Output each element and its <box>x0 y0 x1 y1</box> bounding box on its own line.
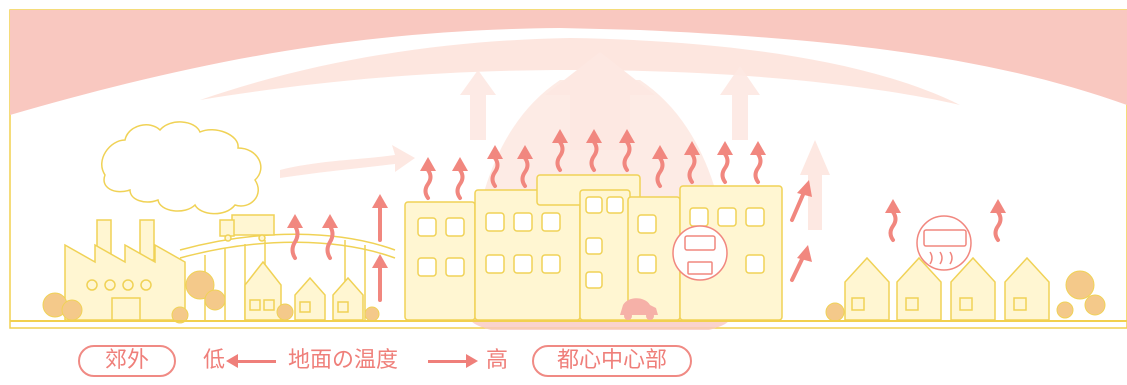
temperature-legend: 郊外 低 地面の温度 高 都心中心部 <box>0 328 1127 385</box>
high-label: 高 <box>486 348 509 373</box>
heat-island-scene <box>9 9 1127 330</box>
air-conditioner-icon <box>672 225 728 281</box>
low-label: 低 <box>203 348 226 373</box>
suburban-houses-left <box>244 260 364 321</box>
arrow-left-icon <box>226 354 238 368</box>
factory-door <box>111 297 141 321</box>
arrow-right-icon <box>466 354 478 368</box>
air-conditioner-icon-2 <box>916 215 972 271</box>
suburban-houses-right <box>844 256 1050 321</box>
heat-arrows <box>290 140 1003 302</box>
smoke-cloud <box>101 121 262 215</box>
truck <box>219 214 275 242</box>
suburb-label: 郊外 <box>78 345 176 377</box>
arrow-left-bar <box>236 360 276 363</box>
heat-dome <box>10 10 1127 115</box>
city-center-label: 都心中心部 <box>532 345 692 377</box>
building-windows <box>417 196 765 289</box>
car <box>620 298 658 320</box>
arrow-right-bar <box>428 360 468 363</box>
heat-dome-inner <box>200 38 960 105</box>
heat-arrowheads <box>287 129 1006 268</box>
trees <box>42 270 1106 324</box>
temperature-label: 地面の温度 <box>288 348 399 373</box>
big-heat-arrows <box>280 52 830 230</box>
factory <box>64 121 262 321</box>
